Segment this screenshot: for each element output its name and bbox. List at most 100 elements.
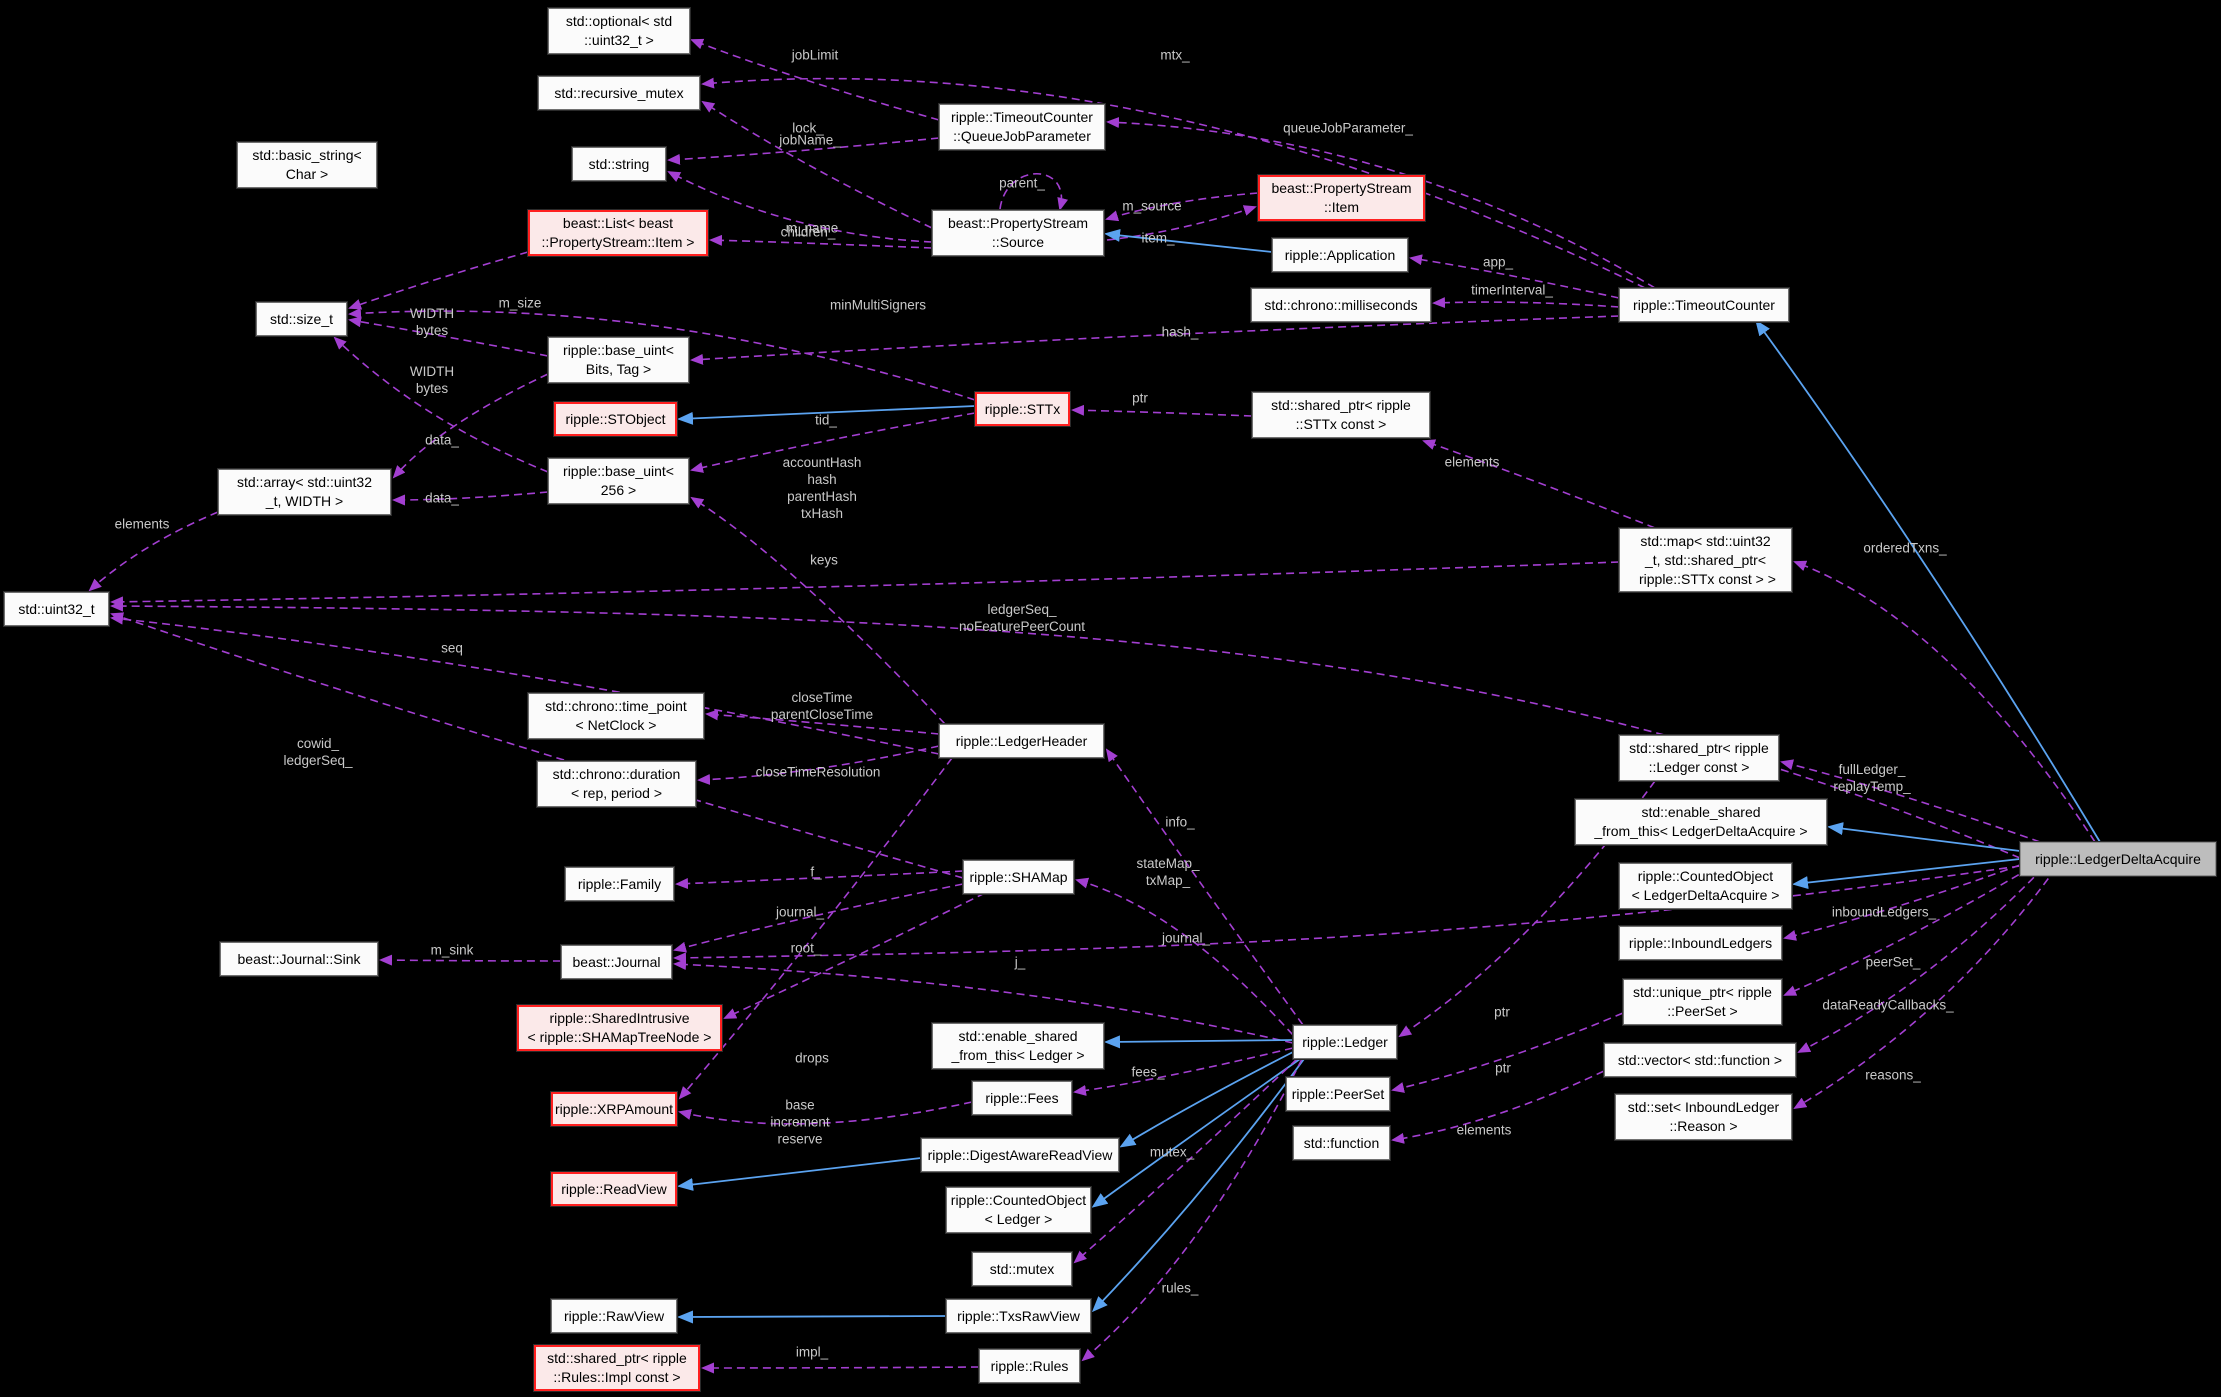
node-journal[interactable]: beast::Journal <box>561 945 672 979</box>
node-esft_l[interactable]: std::enable_shared _from_this< Ledger > <box>932 1023 1104 1069</box>
node-dur[interactable]: std::chrono::duration < rep, period > <box>537 761 696 807</box>
edge-sp_sttx-sttx <box>1071 404 1253 417</box>
edge-sttx-bu256 <box>690 412 976 473</box>
edge-ledger-fees <box>1073 1047 1294 1096</box>
edge-ledger-co_l <box>1091 1058 1301 1208</box>
edge-blist-sizet <box>348 251 529 310</box>
edge-bu_bt-arr <box>392 373 549 479</box>
node-map[interactable]: std::map< std::uint32 _t, std::shared_pt… <box>1619 528 1792 592</box>
edge-up_ps-peerset <box>1391 1012 1624 1093</box>
node-sttx[interactable]: ripple::STTx <box>975 392 1070 426</box>
edge-source-item <box>1106 205 1257 241</box>
node-co_l[interactable]: ripple::CountedObject < Ledger > <box>946 1187 1091 1233</box>
node-up_ps[interactable]: std::unique_ptr< ripple ::PeerSet > <box>1623 979 1782 1025</box>
edge-arr-u32 <box>88 511 219 592</box>
edge-lda-esft_lda <box>1827 822 2021 852</box>
node-arr[interactable]: std::array< std::uint32 _t, WIDTH > <box>218 469 391 515</box>
node-peerset[interactable]: ripple::PeerSet <box>1286 1077 1390 1111</box>
edge-tc-app <box>1409 254 1620 299</box>
node-lh[interactable]: ripple::LedgerHeader <box>939 724 1104 758</box>
node-rawview[interactable]: ripple::RawView <box>551 1299 677 1333</box>
edge-fees-xrp <box>678 1101 973 1125</box>
node-source[interactable]: beast::PropertyStream ::Source <box>932 210 1104 256</box>
edge-vec-func <box>1391 1070 1605 1144</box>
node-esft_lda[interactable]: std::enable_shared _from_this< LedgerDel… <box>1575 799 1827 845</box>
node-co_lda[interactable]: ripple::CountedObject < LedgerDeltaAcqui… <box>1619 863 1792 909</box>
node-bu256[interactable]: ripple::base_uint< 256 > <box>548 458 689 504</box>
edge-app-source <box>1104 228 1273 253</box>
edge-lda-tc <box>1755 319 2101 843</box>
node-tc[interactable]: ripple::TimeoutCounter <box>1619 288 1789 322</box>
edge-tc-ms <box>1432 297 1620 309</box>
edge-bu256-sizet <box>333 336 549 473</box>
edge-lda-u32 <box>110 600 2021 859</box>
node-item[interactable]: beast::PropertyStream ::Item <box>1258 175 1425 221</box>
node-sizet[interactable]: std::size_t <box>256 302 347 336</box>
node-lda[interactable]: ripple::LedgerDeltaAcquire <box>2020 842 2216 876</box>
node-rules[interactable]: ripple::Rules <box>979 1349 1080 1383</box>
node-ms[interactable]: std::chrono::milliseconds <box>1251 288 1431 322</box>
edge-lda-sp_ledger <box>1780 759 2041 843</box>
edge-map-u32 <box>110 561 1620 608</box>
edge-source-blist <box>709 234 933 249</box>
node-set[interactable]: std::set< InboundLedger ::Reason > <box>1615 1094 1792 1140</box>
edge-qjp-optional <box>690 38 940 121</box>
edge-shamap-si <box>723 892 986 1019</box>
node-mutex[interactable]: std::mutex <box>972 1252 1072 1286</box>
node-u32[interactable]: std::uint32_t <box>4 592 109 626</box>
node-optional[interactable]: std::optional< std ::uint32_t > <box>548 8 690 54</box>
node-rv[interactable]: ripple::ReadView <box>551 1172 677 1206</box>
node-app[interactable]: ripple::Application <box>1272 238 1408 272</box>
node-sp_ledger[interactable]: std::shared_ptr< ripple ::Ledger const > <box>1619 735 1779 781</box>
node-tp[interactable]: std::chrono::time_point < NetClock > <box>528 693 704 739</box>
edge-tc-qjp <box>1106 116 1656 289</box>
edge-rules-sp_rules <box>701 1362 980 1374</box>
node-func[interactable]: std::function <box>1293 1126 1390 1160</box>
node-sp_rules[interactable]: std::shared_ptr< ripple ::Rules::Impl co… <box>534 1345 700 1391</box>
edge-ledger-txsrv <box>1091 1058 1305 1313</box>
edge-bu_bt-sizet <box>348 316 549 357</box>
node-xrp[interactable]: ripple::XRPAmount <box>551 1092 677 1126</box>
edge-lda-journal <box>673 865 2021 964</box>
node-family[interactable]: ripple::Family <box>565 867 674 901</box>
edge-source-string <box>667 171 933 243</box>
node-qjp[interactable]: ripple::TimeoutCounter ::QueueJobParamet… <box>939 104 1105 150</box>
node-bu_bt[interactable]: ripple::base_uint< Bits, Tag > <box>548 337 689 383</box>
edge-lda-map <box>1793 560 2096 843</box>
node-darv[interactable]: ripple::DigestAwareReadView <box>921 1138 1119 1172</box>
edge-ledger-shamap <box>1075 877 1294 1036</box>
node-recmutex[interactable]: std::recursive_mutex <box>538 76 700 110</box>
edge-lh-xrp <box>678 757 953 1100</box>
edge-sttx-sizet <box>348 307 976 401</box>
edge-lh-dur <box>697 745 940 785</box>
node-sink[interactable]: beast::Journal::Sink <box>220 942 378 976</box>
edge-source-recmutex <box>701 100 933 229</box>
edge-lda-co_lda <box>1792 858 2021 890</box>
node-si[interactable]: ripple::SharedIntrusive < ripple::SHAMap… <box>517 1005 722 1051</box>
node-txsrv[interactable]: ripple::TxsRawView <box>946 1299 1091 1333</box>
node-stobj[interactable]: ripple::STObject <box>554 402 677 436</box>
node-basicstring[interactable]: std::basic_string< Char > <box>237 142 377 188</box>
node-sp_sttx[interactable]: std::shared_ptr< ripple ::STTx const > <box>1252 392 1430 438</box>
node-shamap[interactable]: ripple::SHAMap <box>963 860 1074 894</box>
edge-tc-bu_bt <box>690 315 1620 365</box>
edge-lh-bu256 <box>690 496 946 725</box>
node-il[interactable]: ripple::InboundLedgers <box>1619 926 1782 960</box>
edge-lh-u32 <box>110 613 940 755</box>
edge-sttx-stobj <box>677 405 976 425</box>
node-string[interactable]: std::string <box>572 147 666 181</box>
edge-journal-sink <box>379 954 562 966</box>
edge-shamap-journal <box>673 883 964 953</box>
edge-tc-recmutex <box>701 77 1646 289</box>
node-vec[interactable]: std::vector< std::function > <box>1604 1043 1796 1077</box>
node-fees[interactable]: ripple::Fees <box>972 1081 1072 1115</box>
edge-lda-vec <box>1797 867 2044 1053</box>
node-blist[interactable]: beast::List< beast ::PropertyStream::Ite… <box>528 210 708 256</box>
edge-item-source <box>1105 192 1259 222</box>
node-ledger[interactable]: ripple::Ledger <box>1293 1025 1397 1059</box>
edge-lda-set <box>1793 867 2057 1110</box>
edge-ledger-lh <box>1105 748 1304 1026</box>
edge-source-source <box>999 173 1069 211</box>
